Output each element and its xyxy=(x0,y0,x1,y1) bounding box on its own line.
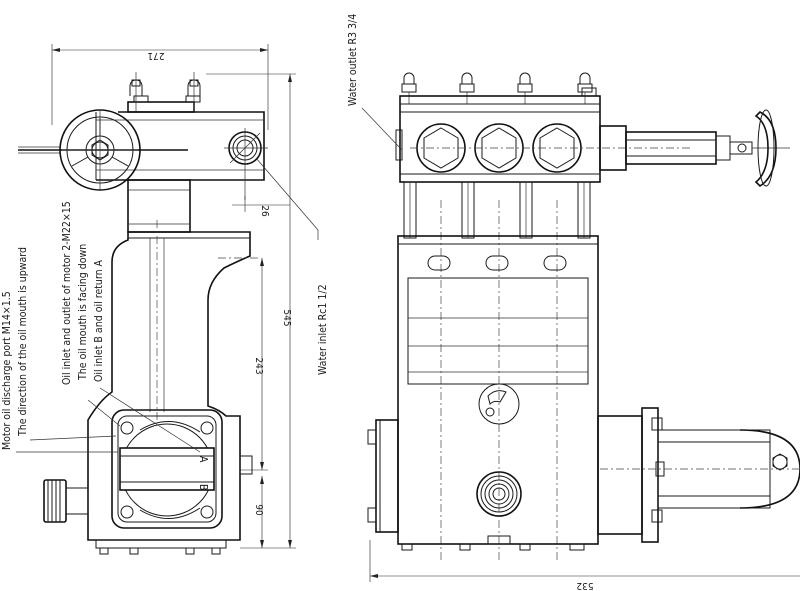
dim-90-label: 90 xyxy=(253,504,264,516)
label-oil-direction: The direction of the oil mouth is upward xyxy=(17,247,29,437)
plunger-rods xyxy=(403,181,591,560)
oil-filter-cap xyxy=(43,479,89,523)
label-motor-discharge: Motor oil discharge port M14×1.5 xyxy=(1,291,13,450)
label-oil-inlet-b: Oil inlet B and oil return A xyxy=(93,259,105,382)
label-oil-inlet-outlet: Oil inlet and outlet of motor 2-M22×15 xyxy=(61,201,73,385)
dimension-vertical: 545 243 90 26 xyxy=(206,73,296,549)
label-water-outlet: Water outlet R3 3/4 xyxy=(347,14,359,106)
mark-a: A xyxy=(197,456,209,463)
crankcase-front xyxy=(397,235,599,545)
side-view: 271 xyxy=(1,44,329,555)
left-flange xyxy=(367,419,399,533)
dim-271-label: 271 xyxy=(147,50,164,61)
valve-caps xyxy=(401,72,597,104)
front-view: 532 Water outlet R3 3/4 xyxy=(347,14,800,591)
drive-box-side: A B xyxy=(111,409,223,529)
mark-b: B xyxy=(197,484,209,490)
motor-right xyxy=(597,407,800,543)
label-oil-mouth-down: The oil mouth is facing down xyxy=(77,244,89,381)
dim-532-label: 532 xyxy=(576,580,593,591)
dimension-overall-width: 532 xyxy=(369,540,800,591)
dim-26-label: 26 xyxy=(259,205,270,217)
manifold-block xyxy=(395,95,690,183)
dim-243-label: 243 xyxy=(253,357,264,374)
pressure-regulator xyxy=(599,109,790,188)
hand-wheel-side xyxy=(59,109,141,191)
crankcase-side xyxy=(87,220,260,549)
dimension-top-width: 271 xyxy=(51,44,269,130)
water-inlet-port xyxy=(224,128,268,200)
label-water-inlet: Water inlet Rc1 1/2 xyxy=(317,284,329,375)
dim-545-label: 545 xyxy=(281,309,292,326)
valve-block xyxy=(95,72,265,181)
